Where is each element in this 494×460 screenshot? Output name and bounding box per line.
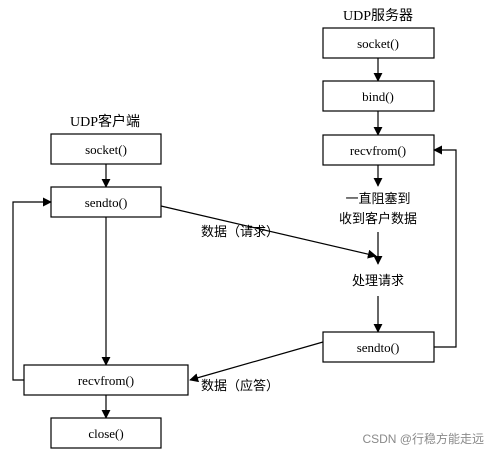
- server-block-note-line2: 收到客户数据: [339, 211, 417, 226]
- client-recvfrom-box: recvfrom(): [23, 364, 189, 396]
- server-process-note: 处理请求: [352, 273, 404, 288]
- server-block-note-line1: 一直阻塞到: [345, 191, 410, 206]
- arrow-response-message: [189, 341, 324, 383]
- request-label: 数据（请求）: [201, 224, 279, 239]
- client-socket-box: socket(): [50, 133, 162, 165]
- client-close-label: close(): [88, 426, 123, 441]
- server-socket-label: socket(): [357, 36, 399, 51]
- server-bind-label: bind(): [362, 89, 394, 104]
- server-sendto-box: sendto(): [322, 331, 435, 363]
- client-title: UDP客户端: [70, 113, 140, 130]
- arrow-request-message: [160, 205, 377, 259]
- server-recvfrom-label: recvfrom(): [350, 143, 406, 158]
- arrow-server-loop-back: [433, 145, 457, 348]
- server-title: UDP服务器: [343, 8, 413, 24]
- arrow-client-loop-back: [12, 197, 52, 381]
- client-sendto-label: sendto(): [85, 195, 128, 210]
- client-sendto-box: sendto(): [50, 186, 162, 218]
- client-socket-label: socket(): [85, 142, 127, 157]
- server-sendto-label: sendto(): [357, 340, 400, 355]
- client-close-box: close(): [50, 417, 162, 449]
- server-socket-box: socket(): [322, 27, 435, 59]
- client-recvfrom-label: recvfrom(): [78, 373, 134, 388]
- server-bind-box: bind(): [322, 80, 435, 112]
- csdn-watermark: CSDN @行稳方能走远: [362, 431, 484, 446]
- response-label: 数据（应答）: [201, 378, 279, 393]
- server-recvfrom-box: recvfrom(): [322, 134, 435, 166]
